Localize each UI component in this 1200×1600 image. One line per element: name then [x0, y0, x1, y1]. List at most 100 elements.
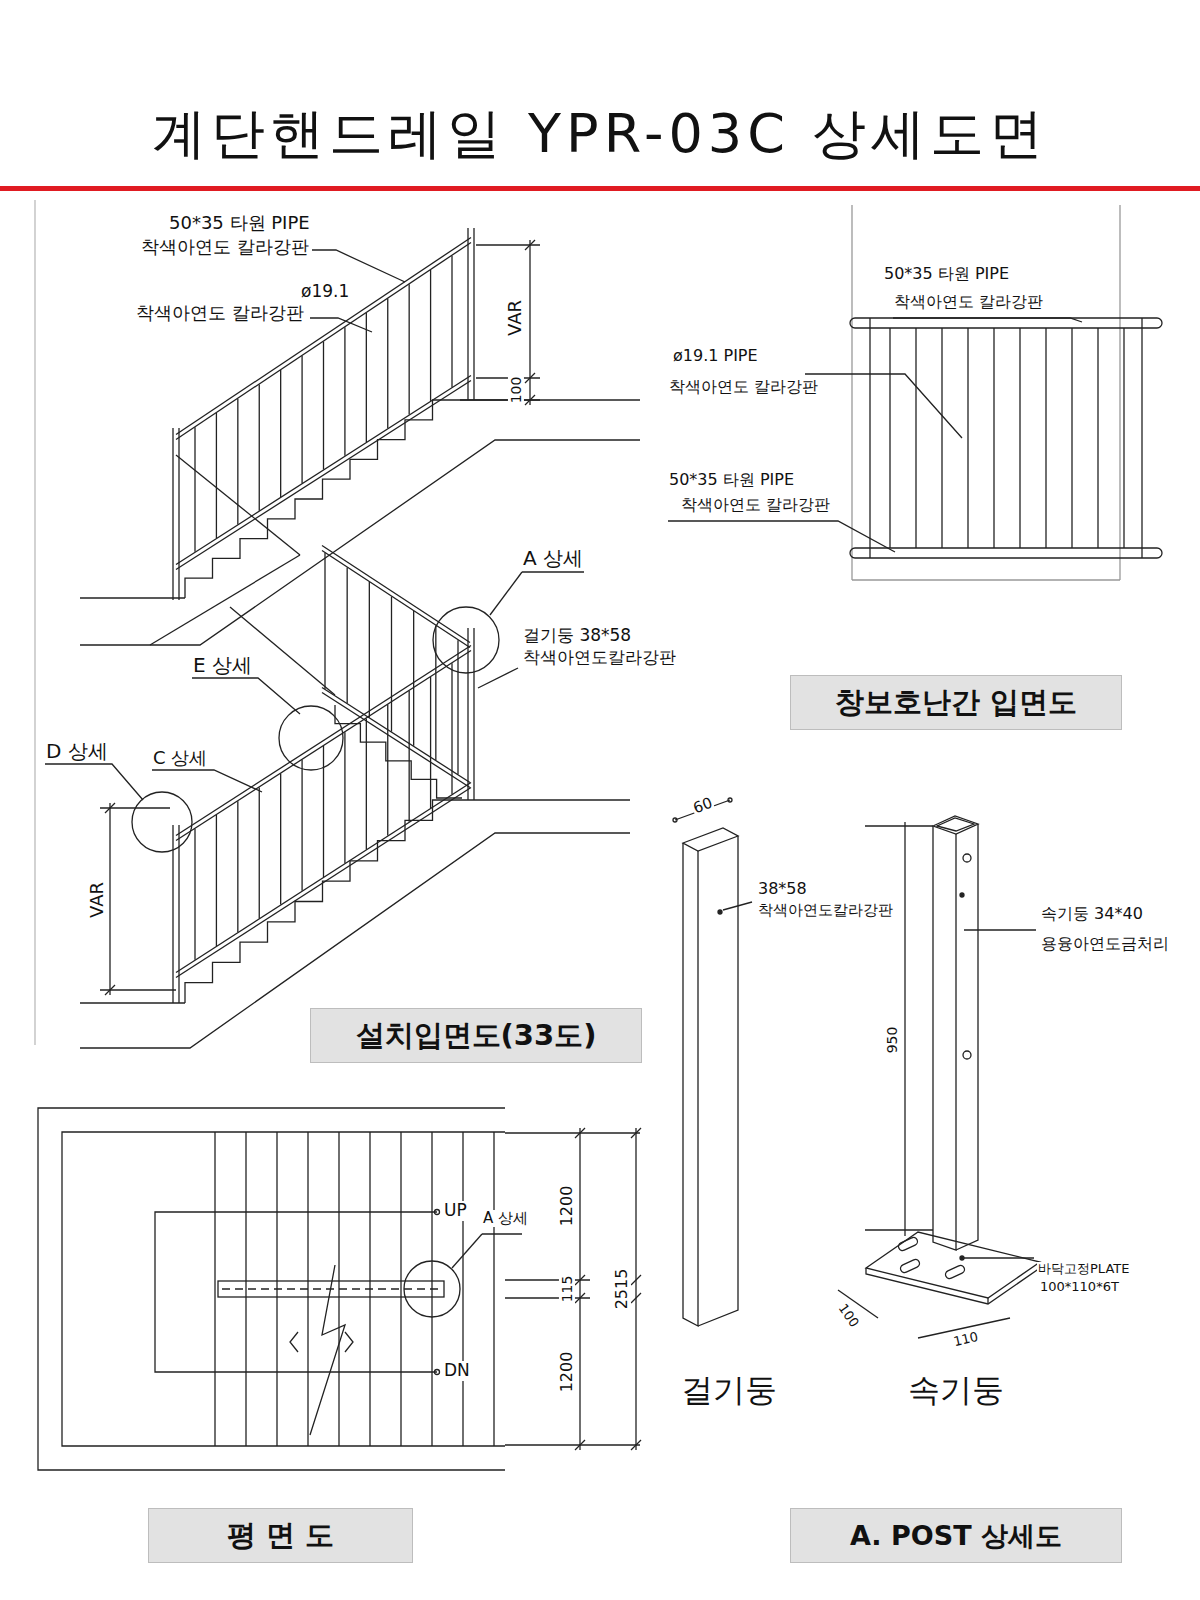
dimension: VAR: [505, 299, 526, 337]
figure-caption: 속기둥: [907, 1372, 1005, 1409]
caption-band: 평 면 도: [148, 1508, 413, 1563]
drawn-line: [307, 1132, 308, 1446]
drawn-line: [631, 1440, 641, 1450]
drawn-line: [280, 774, 281, 905]
dimension: 950: [884, 1026, 900, 1055]
drawn-line: [413, 611, 414, 746]
drawn-line: [391, 597, 392, 732]
part-name: 걸기둥 38*58: [522, 626, 632, 646]
drawn-line: [369, 1132, 370, 1446]
stair-elevation: [45, 228, 640, 1048]
title-rule: [0, 186, 1200, 191]
part-name: 50*35 타원 PIPE: [668, 471, 795, 489]
drawn-line: [216, 815, 217, 946]
drawn-line: [941, 328, 942, 548]
part-name: 바닥고정PLATE: [1037, 1262, 1130, 1277]
dimension: 60: [690, 794, 716, 817]
drawn-line: [276, 1132, 277, 1446]
drawn-line: [387, 705, 388, 836]
drawn-line: [1019, 328, 1020, 548]
drawn-line: [344, 327, 345, 456]
drawn-line: [280, 370, 281, 497]
drawn-line: [301, 356, 302, 483]
material-note: 착색아연도칼라강판: [522, 648, 677, 668]
drawn-line: [409, 691, 410, 822]
drawn-line: [347, 567, 348, 703]
dimension: 115: [559, 1275, 575, 1304]
part-name: 50*35 타원 PIPE: [168, 213, 311, 234]
material-note: 착색아연도 칼라강판: [893, 293, 1044, 311]
material-note: 착색아연도칼라강판: [757, 902, 894, 919]
dimension: VAR: [87, 881, 108, 919]
part-name: ø19.1 PIPE: [672, 347, 759, 365]
drawn-line: [259, 787, 260, 918]
drawn-line: [245, 1132, 246, 1446]
stair-steps: [335, 705, 462, 798]
drawn-line: [301, 760, 302, 891]
material-note: 착색아연도 칼라강판: [140, 237, 310, 258]
drawn-line: [1123, 328, 1124, 548]
drawn-line: [493, 1132, 494, 1446]
drawn-line: [631, 1275, 641, 1285]
drawn-line: [993, 328, 994, 548]
drawn-line: [366, 313, 367, 442]
drawn-line: [400, 1132, 401, 1446]
drawn-line: [451, 256, 452, 387]
drawn-line: [323, 342, 324, 470]
detail-callout: A 상세: [522, 547, 584, 570]
drawn-line: [322, 551, 470, 648]
drawn-line: [322, 546, 470, 643]
post-detail: [673, 798, 1040, 1338]
drawn-line: [409, 284, 410, 414]
drawn-line: [1071, 328, 1072, 548]
caption-band: A. POST 상세도: [790, 1508, 1122, 1563]
drawn-line: [430, 677, 431, 808]
part-name: 38*58: [757, 880, 808, 898]
drawn-line: [631, 1128, 641, 1138]
drawn-line: [369, 582, 370, 717]
stair-steps: [185, 800, 460, 1003]
caption-band: 창보호난간 입면도: [790, 675, 1122, 730]
caption-text: 설치입면도(33도): [356, 1016, 597, 1056]
drawn-line: [322, 693, 470, 788]
drawn-line: [575, 1128, 585, 1138]
detail-callout: E 상세: [192, 654, 253, 677]
drawn-line: [194, 427, 195, 552]
material-note: 착색아연도 칼라강판: [135, 303, 305, 324]
plan-view: [38, 1108, 641, 1470]
dimension: 1200: [558, 1351, 576, 1394]
part-name: 50*35 타원 PIPE: [883, 265, 1010, 283]
dimension: 100: [834, 1301, 862, 1332]
dimension: 100: [508, 376, 524, 405]
drawn-line: [237, 399, 238, 525]
window-guard-elevation: [668, 205, 1162, 580]
drawn-line: [462, 1132, 463, 1446]
drawn-line: [430, 270, 431, 401]
figure-caption: 걸기둥: [680, 1372, 778, 1409]
material-note: 착색아연도 칼라강판: [680, 496, 831, 514]
drawn-line: [344, 732, 345, 863]
drawn-line: [214, 1132, 215, 1446]
drawn-line: [338, 1132, 339, 1446]
drawn-line: [435, 626, 436, 760]
detail-callout: A 상세: [482, 1210, 529, 1227]
frame-line: [34, 200, 35, 1045]
direction-label: UP: [443, 1201, 468, 1221]
caption-text: 창보호난간 입면도: [835, 683, 1077, 723]
direction-label: DN: [443, 1361, 471, 1381]
drawn-line: [575, 1440, 585, 1450]
drawn-line: [216, 413, 217, 538]
drawn-line: [1045, 328, 1046, 548]
caption-text: A. POST 상세도: [850, 1518, 1062, 1554]
drawn-line: [259, 384, 260, 510]
page-title: 계단핸드레일 YPR-03C 상세도면: [0, 98, 1200, 171]
drawn-line: [889, 328, 890, 548]
part-spec: 100*110*6T: [1039, 1280, 1120, 1295]
drawn-line: [457, 640, 458, 774]
stair-steps: [185, 400, 460, 598]
drawn-line: [237, 801, 238, 932]
drawn-line: [387, 299, 388, 429]
detail-callout: D 상세: [45, 740, 109, 763]
drawn-line: [366, 718, 367, 849]
